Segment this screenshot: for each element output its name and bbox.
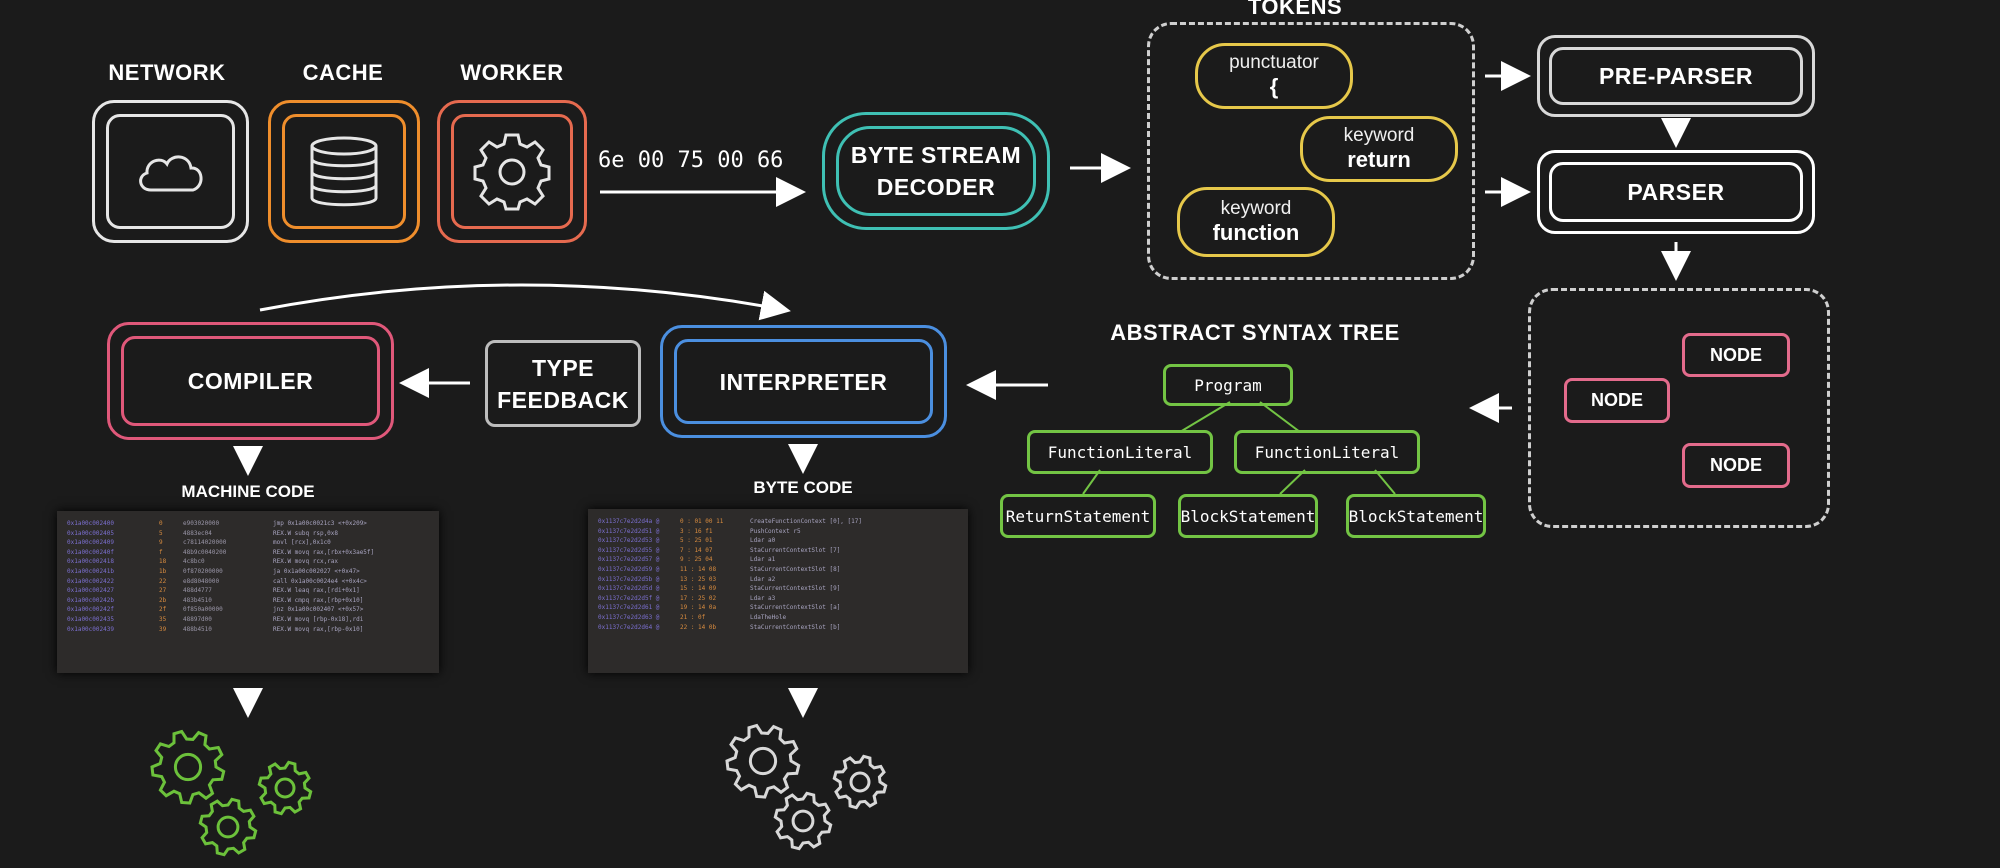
decoder-line1: BYTE STREAM [850,142,1022,168]
worker-label: WORKER [460,60,564,85]
database-icon [310,136,378,206]
gears-icon [725,723,888,851]
gear-hub [274,777,296,799]
cloud-icon [138,155,202,191]
ast-program: Program [1163,364,1293,406]
interpreter-label: INTERPRETER [719,368,888,395]
gear-hub [216,815,240,839]
compiler-label: COMPILER [187,368,314,394]
nodes-container [1528,288,1830,528]
gear-shape [150,729,226,805]
cache-box [268,100,420,243]
tokens-title: TOKENS [1247,0,1343,19]
ast-block-statement-2: BlockStatement [1346,494,1486,538]
interpreter-box: INTERPRETER [660,325,947,438]
parser-box: PARSER [1537,150,1815,234]
cache-label: CACHE [302,60,384,85]
gear-shape [257,760,313,816]
gear-hub [173,752,203,782]
byte-stream-decoder-box: BYTE STREAM DECODER [822,112,1050,230]
gear-hub [849,771,871,793]
parser-label: PARSER [1627,179,1725,205]
ast-return-statement: ReturnStatement [1000,494,1156,538]
pre-parser-label: PRE-PARSER [1598,63,1754,89]
node-top: NODE [1682,333,1790,377]
node-left: NODE [1564,378,1670,423]
ast-edges [1082,401,1396,495]
ast-block-statement-1: BlockStatement [1178,494,1318,538]
gear-hub [748,746,778,776]
node-bottom: NODE [1682,443,1790,488]
token-keyword-function: keyword function [1177,187,1335,257]
type-feedback-box: TYPE FEEDBACK [485,340,641,427]
ast-title: ABSTRACT SYNTAX TREE [1110,320,1400,345]
pre-parser-box: PRE-PARSER [1537,35,1815,117]
token-punctuator: punctuator { [1195,43,1353,109]
network-box [92,100,249,243]
arrow-compiler-to-interpreter-curve [259,283,791,321]
worker-box [437,100,587,243]
gear-hub [791,809,815,833]
machine-code-title: MACHINE CODE [181,482,315,501]
gear-shape [725,723,801,799]
type-feedback-line1: TYPE [531,354,595,381]
gear-icon [473,133,551,210]
type-feedback-line2: FEEDBACK [497,386,629,413]
gear-shape [773,791,833,851]
ast-function-literal-1: FunctionLiteral [1027,430,1213,474]
byte-stream-text: 6e 00 75 00 66 [598,148,784,173]
network-label: NETWORK [108,60,226,85]
ast-function-literal-2: FunctionLiteral [1234,430,1420,474]
gears-icon [150,729,313,857]
decoder-line2: DECODER [876,174,996,200]
byte-code-title: BYTE CODE [753,478,853,497]
gear-shape [832,754,888,810]
tokens-container [1147,22,1475,280]
token-keyword-return: keyword return [1300,116,1458,182]
compiler-box: COMPILER [107,322,394,440]
gear-shape [198,797,258,857]
